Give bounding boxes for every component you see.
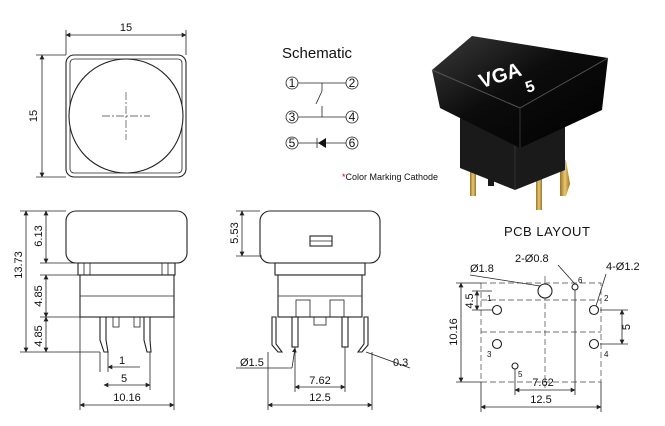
front-overall-height: 13.73 [13, 251, 25, 279]
schematic-pin-2: 2 [349, 76, 356, 90]
side-inner-post-2 [329, 299, 345, 318]
pcb-layout: PCB LAYOUT 1 2 3 4 5 6 Ø1.8 2-Ø0.8 4-Ø1.… [448, 224, 640, 412]
front-pin-length: 4.85 [33, 325, 45, 346]
pcb-outline [480, 282, 602, 383]
pcb-height: 10.16 [448, 318, 460, 346]
pcb-large-hole-leader [469, 274, 541, 287]
pcb-hole-large [537, 283, 553, 299]
pcb-vertical-spacing: 4.5 [464, 293, 476, 308]
schematic-switch-contact [315, 90, 323, 105]
pcb-large-hole-label: Ø1.8 [470, 263, 494, 275]
side-cap-skirt [274, 262, 366, 276]
pcb-pin-2: 2 [604, 294, 609, 303]
product-image: VGA 5 [431, 36, 609, 210]
top-height-dim: 15 [28, 110, 40, 122]
front-cap-height: 6.13 [33, 225, 45, 246]
schematic-title: Schematic [282, 45, 353, 62]
pcb-pin-4: 4 [604, 350, 609, 359]
pcb-hole-1 [491, 304, 503, 316]
pcb-hole-3 [491, 338, 503, 350]
front-body-height: 4.85 [33, 285, 45, 306]
product-cap [432, 36, 608, 148]
side-pin-thickness: 0.3 [393, 357, 408, 369]
side-inner-pin-1 [291, 316, 299, 348]
front-overall-width: 10.16 [113, 392, 141, 404]
led-diode-icon [318, 138, 326, 148]
pcb-four-holes-label: 4-Ø1.2 [606, 261, 640, 273]
side-inner-post-1 [295, 299, 311, 318]
pcb-hole-4 [588, 338, 600, 350]
pcb-bottom-spacing: 7.62 [532, 377, 553, 389]
schematic-pin-6: 6 [349, 136, 356, 150]
pcb-hole-5 [511, 362, 519, 370]
schematic-pin-1: 1 [289, 76, 296, 90]
side-pin-spacing: 7.62 [309, 375, 330, 387]
schematic-pin-4: 4 [349, 110, 356, 124]
pcb-two-holes-label: 2-Ø0.8 [515, 253, 549, 265]
pcb-pin-1: 1 [487, 294, 492, 303]
front-cap-skirt [77, 262, 176, 276]
side-pin-diameter-arrow [291, 347, 297, 369]
pcb-hole-2 [588, 304, 600, 316]
side-center-post [313, 316, 327, 326]
schematic-pin-3: 3 [289, 110, 296, 124]
side-inner-pin-2 [341, 316, 349, 348]
front-pin-left [99, 316, 109, 353]
front-view: 13.73 6.13 4.85 4.85 1 5 10.16 [13, 210, 188, 410]
schematic-note: Color Marking Cathode [346, 172, 439, 182]
side-overall-width: 12.5 [309, 392, 330, 404]
pcb-pin-5: 5 [518, 370, 523, 379]
side-pin-diameter: Ø1.5 [240, 357, 264, 369]
front-pin-width: 1 [119, 355, 125, 367]
side-cap-height: 5.53 [229, 222, 241, 243]
pcb-two-holes-leader [557, 264, 576, 285]
front-cap [65, 210, 188, 264]
side-pin-right [356, 316, 369, 353]
front-pin-pitch: 5 [121, 373, 127, 385]
pcb-overall-width: 12.5 [530, 394, 551, 406]
pcb-right-spacing: 5 [621, 324, 633, 330]
pcb-title: PCB LAYOUT [504, 224, 590, 239]
schematic: Schematic 1 2 3 4 5 6 *Color Marking Cat… [282, 45, 438, 182]
top-view: 15 15 [28, 22, 187, 178]
pcb-pin-6: 6 [578, 276, 583, 285]
top-width-dim: 15 [120, 22, 132, 34]
pcb-pin-3: 3 [487, 350, 492, 359]
side-pin-left [271, 316, 284, 353]
front-inner-pin-2 [133, 316, 141, 328]
front-pin-right [143, 316, 152, 353]
side-pin-thickness-leader [365, 351, 411, 369]
schematic-pin-5: 5 [289, 136, 296, 150]
svg-text:*Color Marking Cathode: *Color Marking Cathode [342, 172, 438, 182]
side-view: 5.53 Ø1.5 0.3 7.62 12.5 [229, 210, 411, 410]
pcb-four-holes-leader [595, 273, 607, 307]
front-inner-pin-1 [112, 316, 120, 328]
note-asterisk: * [342, 172, 346, 182]
